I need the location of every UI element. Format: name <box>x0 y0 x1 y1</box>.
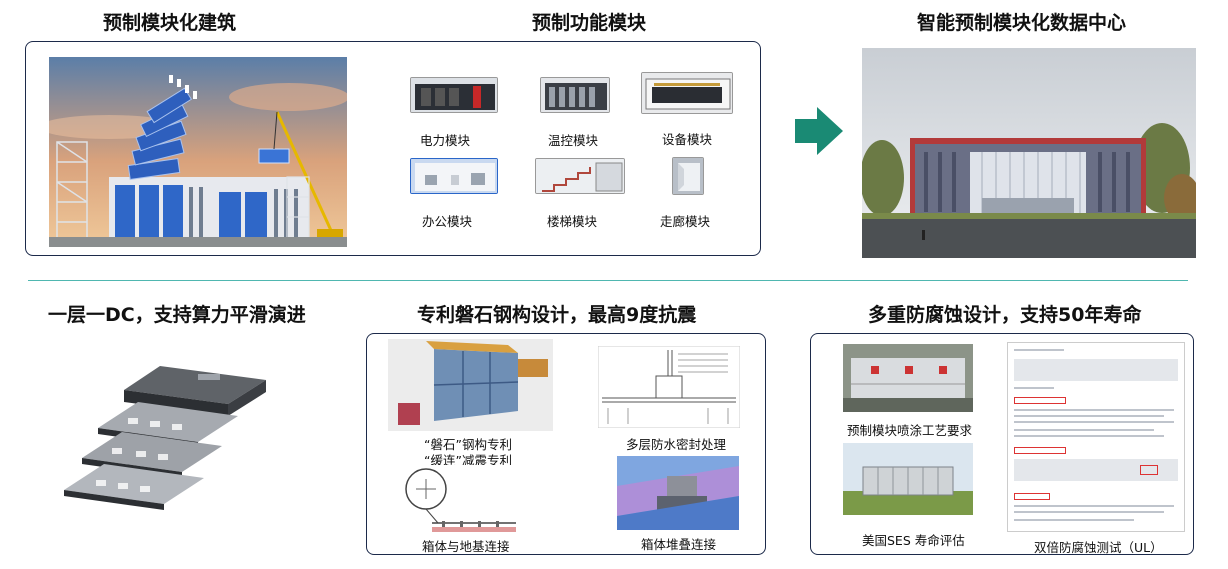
exploded-floors-diagram <box>48 352 276 514</box>
ses-assessment-photo <box>843 443 973 515</box>
heading-smart-dc: 智能预制模块化数据中心 <box>917 12 1127 34</box>
equipment-module-image <box>641 72 733 114</box>
stair-module-image <box>535 158 625 194</box>
heading-functional-modules: 预制功能模块 <box>532 12 647 34</box>
section-divider <box>28 280 1188 281</box>
module-label-stair: 楼梯模块 <box>547 214 598 229</box>
module-label-equipment: 设备模块 <box>662 132 713 147</box>
waterproof-seal-image <box>598 346 740 428</box>
cooling-module-image <box>540 77 610 113</box>
stacking-connection-image <box>617 456 739 530</box>
heading-prefab-building: 预制模块化建筑 <box>103 12 237 34</box>
caption-spray: 预制模块喷涂工艺要求 <box>847 423 973 438</box>
caption-patent-line1: “磐石”钢构专利 <box>424 437 512 452</box>
right-arrow-icon <box>795 107 843 155</box>
heading-single-floor: 一层一DC，支持算力平滑演进 <box>48 304 306 326</box>
module-label-office: 办公模块 <box>422 214 473 229</box>
corridor-module-image <box>672 157 704 195</box>
heading-anticorrosion: 多重防腐蚀设计，支持50年寿命 <box>868 304 1142 326</box>
caption-foundation: 箱体与地基连接 <box>422 539 510 554</box>
heading-steel-structure: 专利磐石钢构设计，最高9度抗震 <box>417 304 697 326</box>
ul-test-document <box>1007 342 1185 532</box>
caption-ul: 双倍防腐蚀测试（UL） <box>1034 540 1163 555</box>
caption-stacking: 箱体堆叠连接 <box>641 537 717 552</box>
caption-ses: 美国SES 寿命评估 <box>862 533 965 548</box>
foundation-connection-image <box>398 465 520 535</box>
module-label-power: 电力模块 <box>420 133 471 148</box>
spray-coating-photo <box>843 344 973 412</box>
patent-steel-structure-image <box>388 339 553 431</box>
module-label-corridor: 走廊模块 <box>660 214 711 229</box>
office-module-image <box>410 158 498 194</box>
power-module-image <box>410 77 498 113</box>
caption-patent-line2: “缓连”减震专利 <box>424 453 512 468</box>
caption-waterproof: 多层防水密封处理 <box>626 437 727 452</box>
prefab-building-photo <box>49 57 347 247</box>
smart-dc-photo <box>862 48 1196 258</box>
module-label-cooling: 温控模块 <box>548 133 599 148</box>
